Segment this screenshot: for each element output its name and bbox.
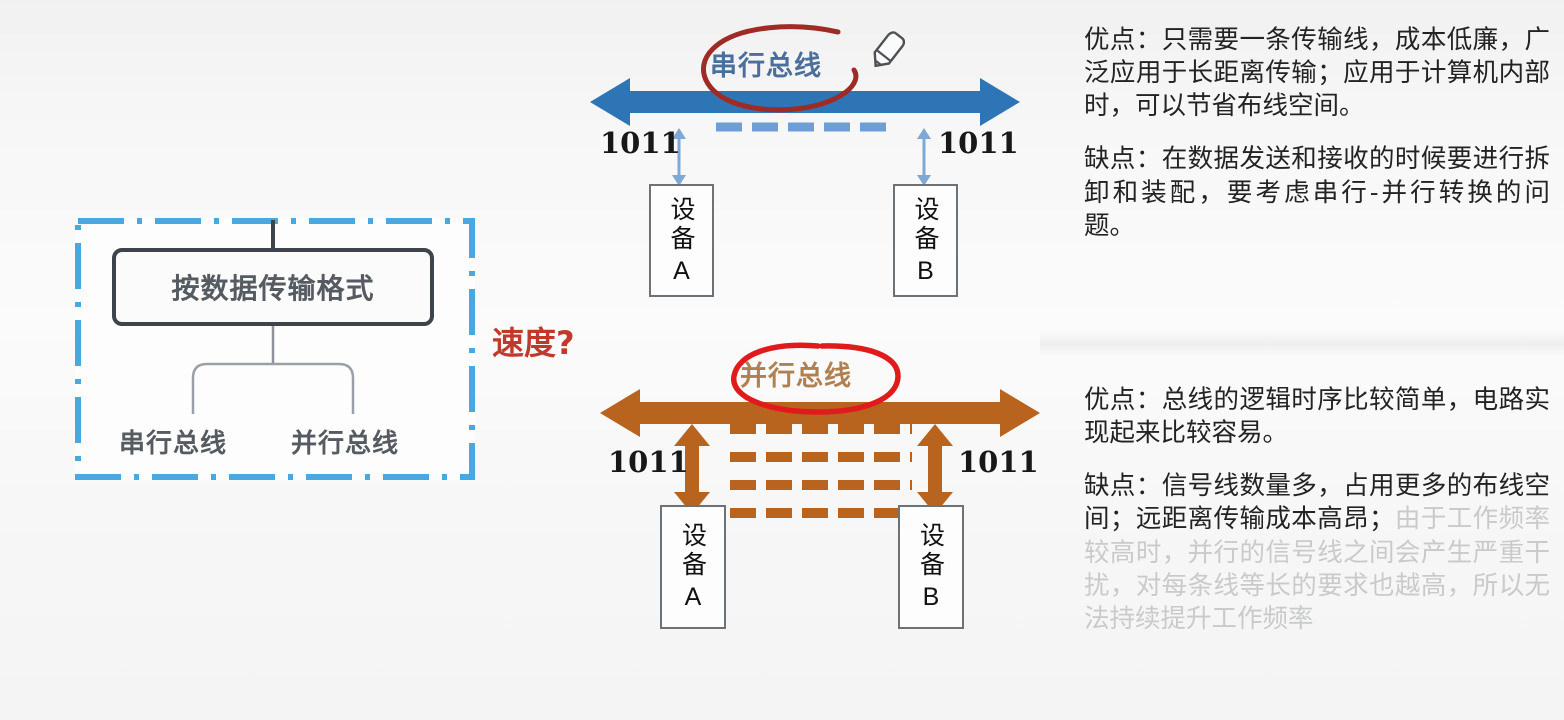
parallel-left-connector-arrow xyxy=(674,424,710,514)
red-circle-annotation-serial xyxy=(700,24,859,113)
serial-advantage-text: 优点：只需要一条传输线，成本低廉，广泛应用于长距离传输；应用于计算机内部时，可以… xyxy=(1084,25,1550,122)
parallel-disadvantage-faded: 由于工作频率较高时，并行的信号线之间会产生严重干扰，对每条线等长的要求也越高，所… xyxy=(1084,504,1550,634)
parallel-device-b-latin: B xyxy=(922,583,940,611)
serial-text-block: 优点：只需要一条传输线，成本低廉，广泛应用于长距离传输；应用于计算机内部时，可以… xyxy=(1084,24,1550,263)
parallel-device-a-cjk1: 设备 xyxy=(678,522,708,580)
serial-disadvantage-text: 缺点：在数据发送和接收的时候要进行拆卸和装配，要考虑串行-并行转换的问题。 xyxy=(1084,144,1550,241)
pencil-icon xyxy=(873,31,906,68)
serial-bus-arrow xyxy=(590,78,1020,126)
serial-bus-title: 串行总线 xyxy=(710,51,822,82)
serial-device-b[interactable]: 设备 B xyxy=(893,184,958,297)
serial-bus-diagram: 串行总线 1011 1011 设备 A 设备 B xyxy=(590,14,1020,314)
parallel-right-connector-arrow xyxy=(917,424,953,514)
parallel-bus-diagram: 并行总线 1011 1011 设备 A 设备 xyxy=(600,340,1040,640)
red-circle-annotation-parallel xyxy=(731,342,901,415)
serial-device-a-latin: A xyxy=(673,256,690,285)
serial-left-connector-arrow xyxy=(672,128,686,186)
root-node-label: 按数据传输格式 xyxy=(171,272,375,305)
parallel-left-bits: 1011 xyxy=(608,445,689,479)
leaf-label-serial[interactable]: 串行总线 xyxy=(119,429,228,459)
right-text-column: 优点：只需要一条传输线，成本低廉，广泛应用于长距离传输；应用于计算机内部时，可以… xyxy=(1084,24,1550,714)
parallel-advantage-text: 优点：总线的逻辑时序比较简单，电路实现起来比较容易。 xyxy=(1084,385,1550,449)
mindmap-connectors xyxy=(191,220,355,414)
serial-device-b-latin: B xyxy=(917,256,934,285)
parallel-device-a-latin: A xyxy=(684,583,702,611)
serial-device-a-cjk1: 设备 xyxy=(667,195,696,254)
serial-device-a[interactable]: 设备 A xyxy=(649,184,714,297)
parallel-device-b-cjk1: 设备 xyxy=(916,522,946,580)
parallel-disadvantage-strong: 缺点：信号线数量多，占用更多的布线空间；远距离传输成本高昂； xyxy=(1084,471,1550,535)
root-node[interactable]: 按数据传输格式 xyxy=(112,248,434,326)
serial-left-bits: 1011 xyxy=(600,126,681,160)
serial-right-connector-arrow xyxy=(917,128,931,186)
parallel-text-block: 优点：总线的逻辑时序比较简单，电路实现起来比较容易。 缺点：信号线数量多，占用更… xyxy=(1084,384,1550,656)
serial-data-line xyxy=(716,122,892,132)
speed-question-annotation: 速度? xyxy=(492,324,575,362)
parallel-right-bits: 1011 xyxy=(958,445,1039,479)
parallel-device-b[interactable]: 设备 B xyxy=(898,505,964,629)
parallel-bus-title: 并行总线 xyxy=(740,361,852,392)
serial-right-bits: 1011 xyxy=(938,126,1019,160)
parallel-disadvantage-text: 缺点：信号线数量多，占用更多的布线空间；远距离传输成本高昂；由于工作频率较高时，… xyxy=(1084,470,1550,636)
section-divider-band xyxy=(1040,330,1564,356)
parallel-device-a[interactable]: 设备 A xyxy=(660,505,726,629)
serial-device-b-cjk1: 设备 xyxy=(911,195,940,254)
leaf-label-parallel[interactable]: 并行总线 xyxy=(291,429,400,459)
left-mindmap-panel: 按数据传输格式 串行总线 并行总线 xyxy=(75,218,475,480)
parallel-data-lines xyxy=(730,424,912,518)
